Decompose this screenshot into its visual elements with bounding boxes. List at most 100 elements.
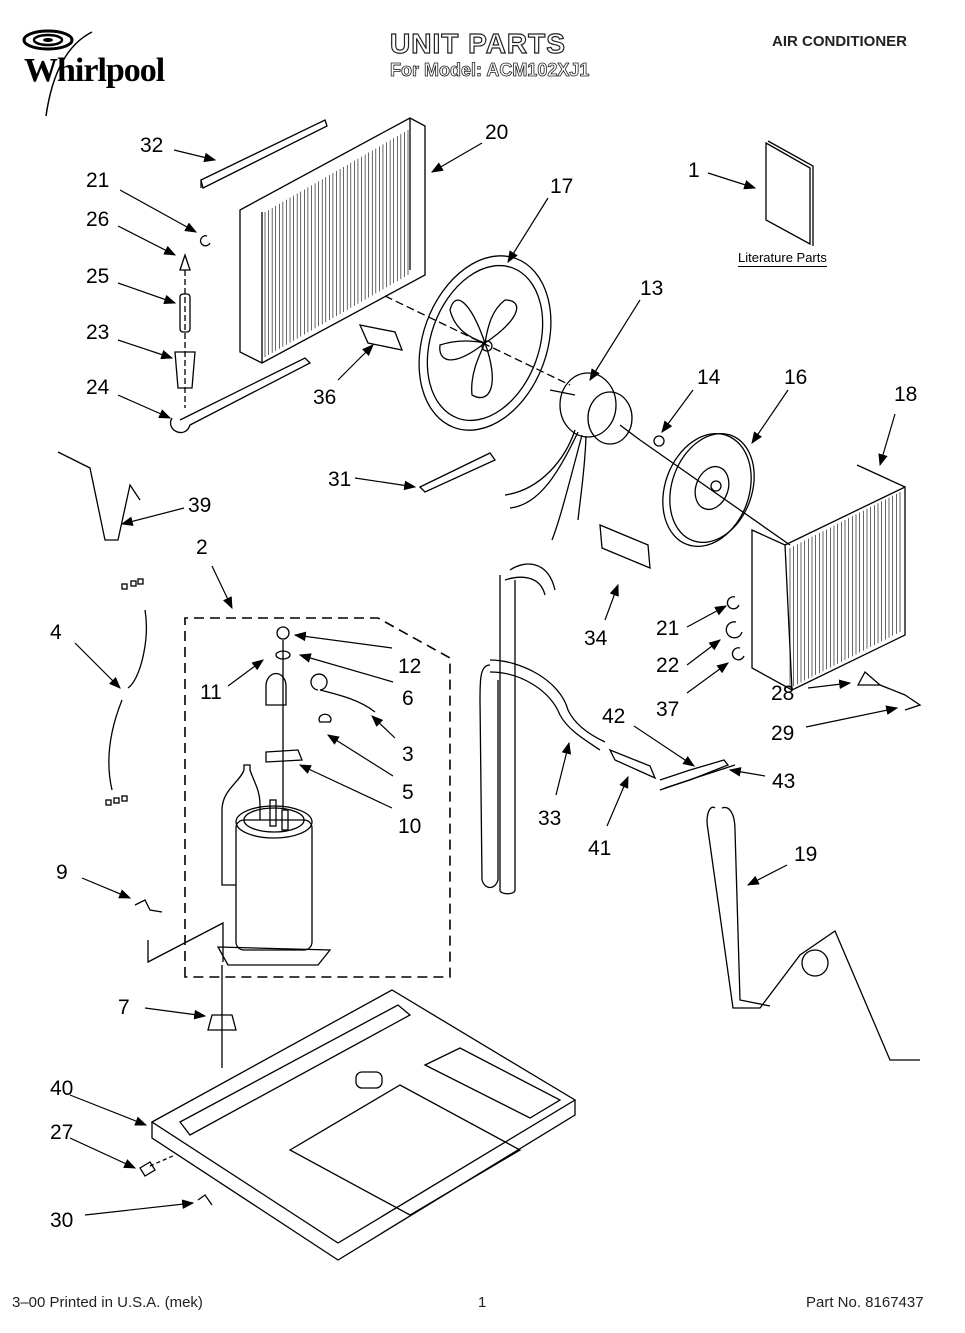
callout-arrow-25 [117, 282, 177, 304]
brand-name: Whirlpool [24, 52, 165, 89]
callout-label-10: 10 [398, 815, 422, 838]
clip-part [199, 235, 211, 247]
callout-arrow-26 [117, 225, 177, 256]
callout-arrow-20 [430, 142, 483, 173]
heater-wire-part [706, 806, 920, 1061]
seal-strip-part [200, 119, 328, 189]
condenser-coil-part [239, 117, 426, 364]
grommet-part [318, 713, 332, 723]
callout-label-20: 20 [485, 121, 509, 144]
callout-label-27: 27 [50, 1121, 74, 1144]
callout-arrow-19 [746, 864, 788, 886]
callout-label-24: 24 [86, 376, 110, 399]
evaporator-coil-part [751, 464, 906, 691]
clip-part [134, 899, 163, 913]
callout-label-34: 34 [584, 627, 608, 650]
grommet-mount-part [207, 1014, 237, 1031]
callout-label-5: 5 [402, 781, 414, 804]
compressor-assembly-outline [184, 617, 451, 978]
gasket-part [265, 749, 303, 763]
wire-harness-part [105, 578, 147, 806]
callout-label-42: 42 [602, 705, 626, 728]
callout-arrow-1 [707, 172, 757, 190]
callout-label-11: 11 [200, 681, 222, 704]
page-number: 1 [478, 1294, 487, 1311]
callout-label-33: 33 [538, 807, 562, 830]
callout-label-40: 40 [50, 1077, 74, 1100]
callout-arrow-13 [589, 299, 641, 382]
callout-label-19: 19 [794, 843, 818, 866]
foam-block-part [358, 324, 404, 351]
literature-booklet-icon [765, 140, 814, 246]
callout-arrow-9 [81, 877, 132, 899]
callout-arrow-12 [293, 631, 393, 649]
callout-label-39: 39 [188, 494, 212, 517]
callout-arrow-41 [606, 775, 629, 827]
callout-label-6: 6 [402, 687, 414, 710]
print-info: 3–00 Printed in U.S.A. (mek) [12, 1294, 203, 1311]
clip-part [726, 596, 740, 610]
literature-parts-label: Literature Parts [738, 250, 827, 267]
callout-label-26: 26 [86, 208, 110, 231]
callout-arrow-30 [84, 1199, 195, 1216]
callout-label-4: 4 [50, 621, 62, 644]
drain-tube-part [169, 357, 312, 434]
callout-label-3: 3 [402, 743, 414, 766]
callout-arrow-11 [227, 659, 264, 687]
callout-label-22: 22 [656, 654, 680, 677]
callout-label-36: 36 [313, 386, 337, 409]
callout-arrow-31 [354, 477, 417, 491]
callout-arrow-27 [69, 1137, 137, 1169]
clip-part [731, 647, 745, 661]
model-subtitle: For Model: ACM102XJ1 [390, 60, 590, 81]
callout-arrow-7 [144, 1007, 207, 1020]
callout-arrow-16 [751, 389, 789, 444]
callout-arrow-42 [633, 725, 695, 767]
callout-arrow-39 [120, 507, 185, 526]
fitting-part [174, 351, 196, 389]
fan-motor-part [504, 372, 641, 541]
callout-arrow-40 [69, 1094, 148, 1126]
callout-arrow-10 [298, 764, 393, 809]
clip-part [725, 621, 743, 639]
callout-label-21b: 21 [656, 617, 680, 640]
callout-label-23: 23 [86, 321, 110, 344]
callout-arrow-21b [686, 605, 728, 628]
callout-arrow-4 [74, 642, 121, 689]
blower-wheel-part [662, 432, 755, 548]
tube-part [179, 293, 191, 333]
compressor-part [216, 764, 332, 966]
nut-part [653, 435, 665, 447]
callout-label-1: 1 [688, 159, 700, 182]
clip-part [879, 684, 922, 711]
callout-arrow-43 [728, 767, 766, 777]
fan-shroud-part [418, 255, 552, 431]
callout-label-31: 31 [328, 468, 352, 491]
callout-label-9: 9 [56, 861, 68, 884]
callout-label-37: 37 [656, 698, 680, 721]
callout-arrow-2 [211, 565, 233, 610]
callout-arrow-5 [326, 734, 394, 777]
tubing-part [479, 563, 736, 895]
callout-arrow-14 [661, 389, 694, 433]
callout-arrow-36 [337, 344, 374, 381]
bracket-part [147, 921, 224, 964]
callout-label-30: 30 [50, 1209, 74, 1232]
callout-label-13: 13 [640, 277, 664, 300]
callout-arrow-37 [686, 662, 729, 694]
callout-label-29: 29 [771, 722, 795, 745]
clip-part [197, 1194, 213, 1206]
overload-part [310, 673, 376, 713]
cap-part [179, 252, 191, 271]
page-title: UNIT PARTS [389, 27, 566, 59]
callout-label-12: 12 [398, 655, 422, 678]
callout-arrow-29 [805, 705, 899, 728]
callout-arrow-28 [807, 679, 852, 690]
base-pan-part [150, 989, 577, 1261]
callout-arrow-21a [119, 189, 198, 233]
callout-arrow-34 [604, 583, 619, 621]
callout-label-2: 2 [196, 536, 208, 559]
screw-part [139, 1161, 156, 1177]
callout-arrow-17 [507, 197, 549, 264]
